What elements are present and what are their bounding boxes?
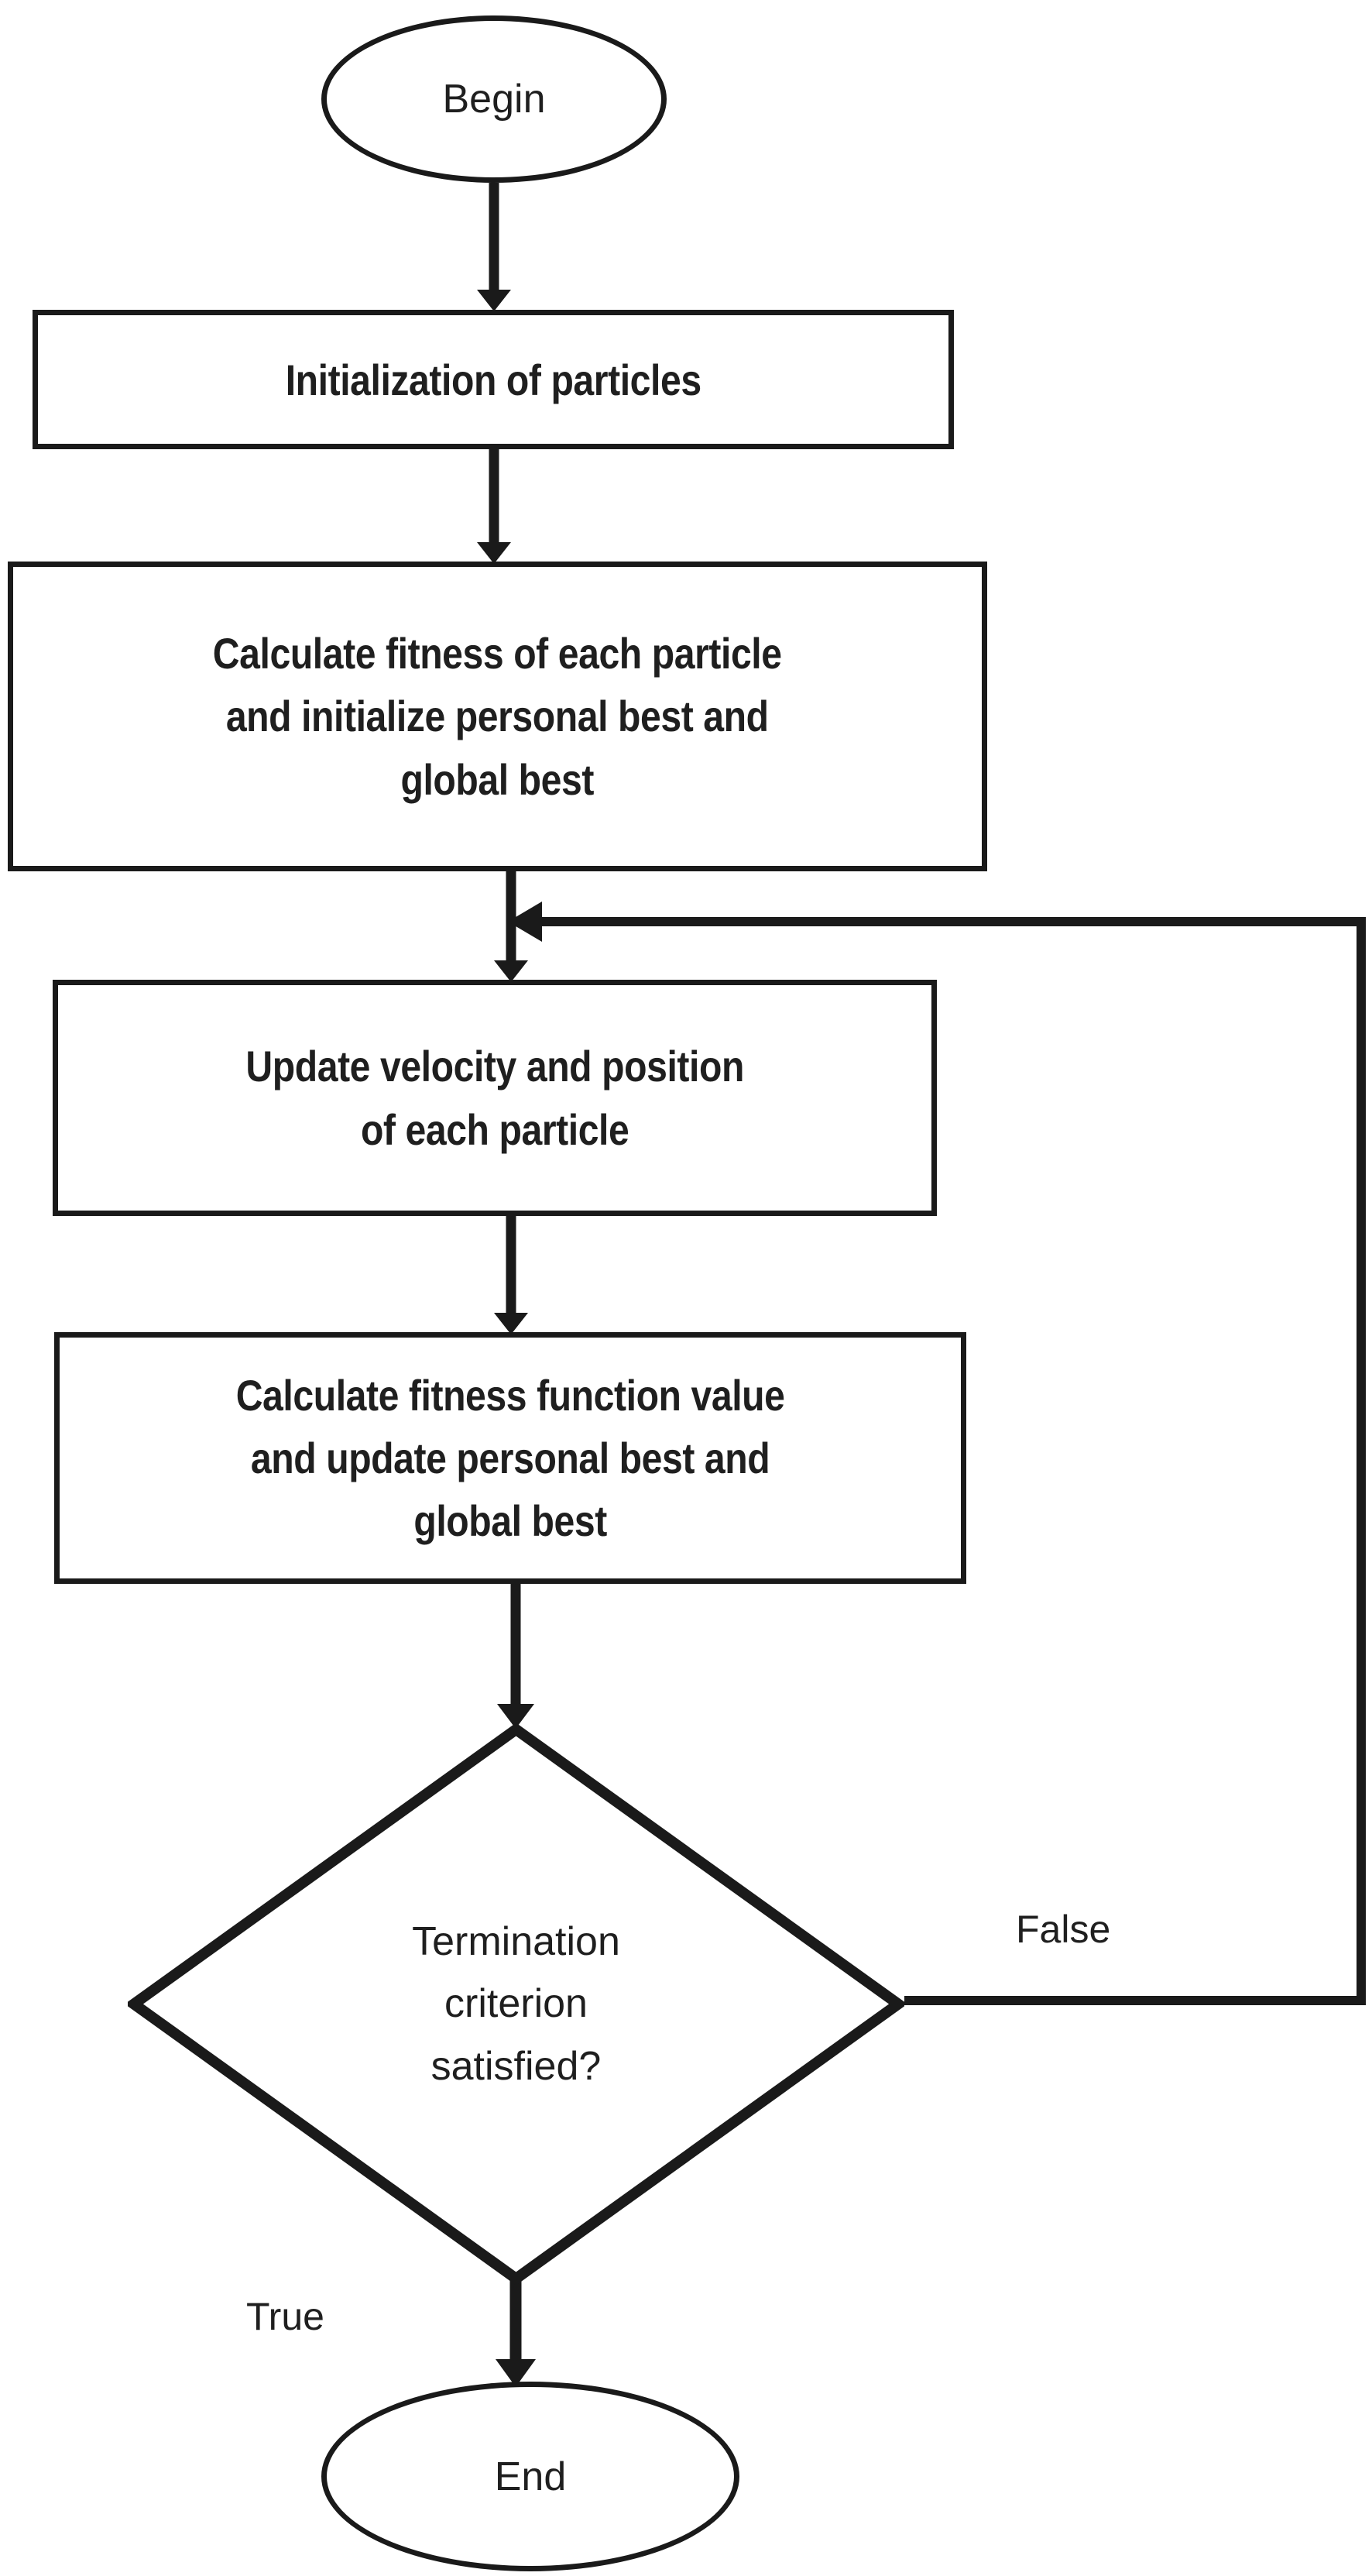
diamond-shape [128, 1723, 904, 2285]
node-calculate-fitness-label: Calculate fitness of each particle and i… [213, 629, 782, 804]
edge-label-true: True [246, 2295, 324, 2338]
node-calculate-fitness-initialize-best[interactable]: Calculate fitness of each particle and i… [8, 562, 987, 871]
node-termination-criterion-decision[interactable]: Termination criterion satisfied? [128, 1723, 904, 2285]
node-calculate-fitness-function-label: Calculate fitness function value and upd… [235, 1370, 785, 1546]
node-decision-label: Termination criterion satisfied? [412, 1918, 620, 2089]
node-initialization-of-particles[interactable]: Initialization of particles [33, 310, 954, 449]
node-initialization-label: Initialization of particles [285, 355, 701, 404]
node-begin-label: Begin [442, 77, 546, 122]
connector-init-to-calcfit [477, 449, 511, 564]
edge-label-false: False [1016, 1908, 1111, 1951]
node-end[interactable]: End [321, 2382, 739, 2571]
connector-begin-to-init [477, 183, 511, 311]
node-update-velocity-label: Update velocity and position of each par… [245, 1042, 744, 1154]
node-update-velocity-position[interactable]: Update velocity and position of each par… [53, 980, 937, 1216]
connector-calcfit-to-update [494, 871, 528, 982]
connector-calcfn-to-decision [497, 1584, 534, 1729]
node-begin[interactable]: Begin [321, 15, 667, 183]
connector-decision-to-end [496, 2277, 536, 2387]
node-calculate-fitness-function-update-best[interactable]: Calculate fitness function value and upd… [54, 1332, 966, 1584]
node-end-label: End [494, 2454, 567, 2499]
connector-update-to-calcfn [494, 1216, 528, 1334]
